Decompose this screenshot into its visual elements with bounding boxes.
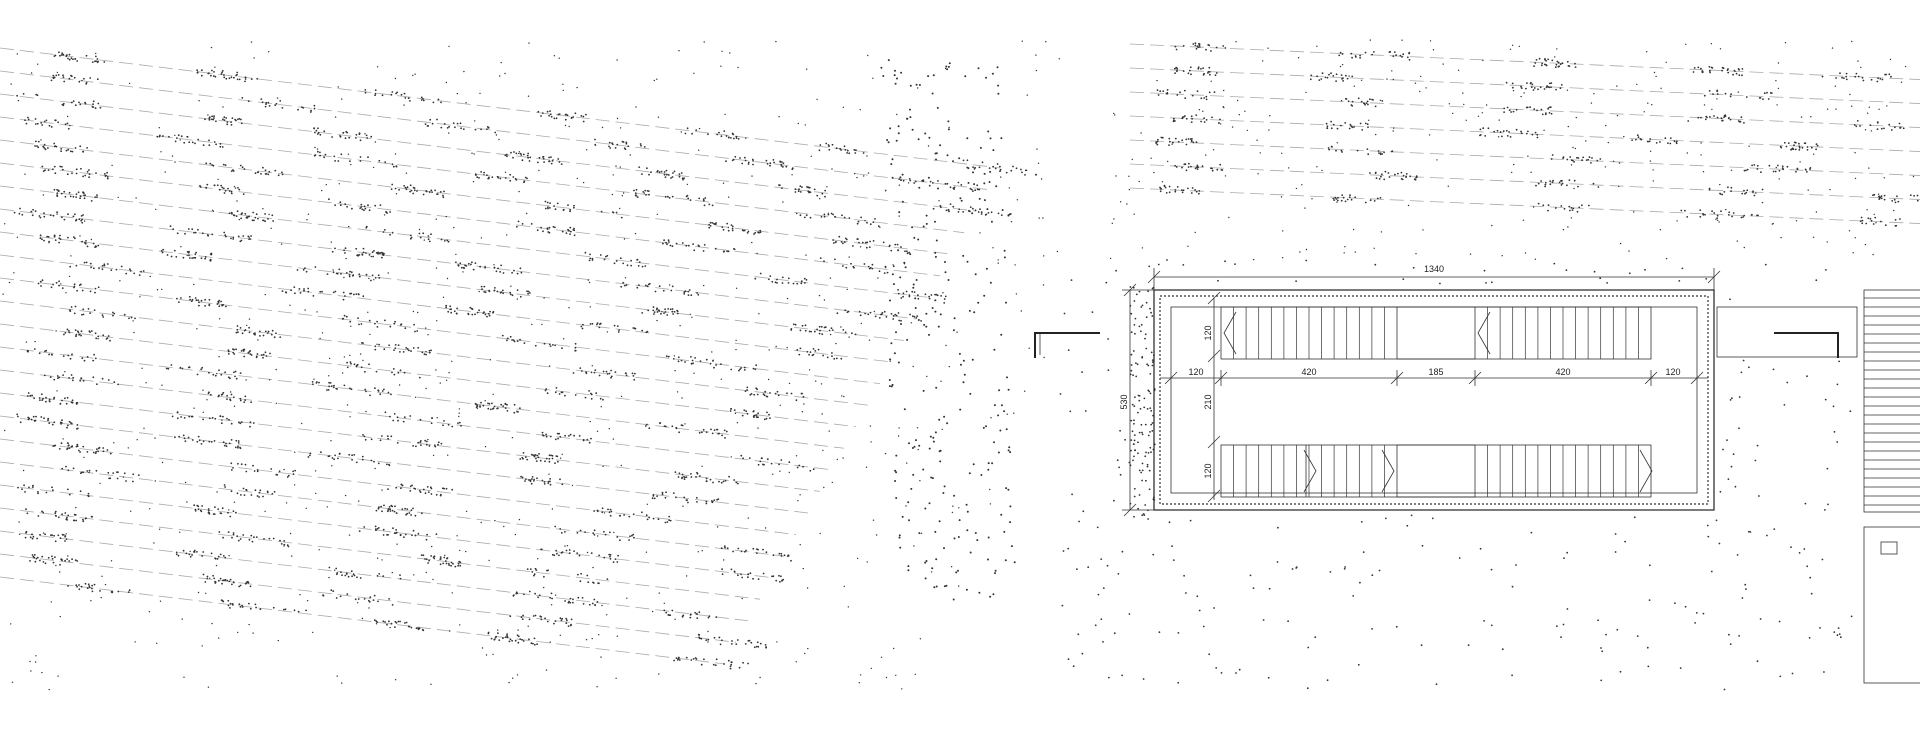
right-building <box>1863 526 1920 684</box>
small-window <box>1880 541 1898 555</box>
section-mark-left <box>1034 332 1100 358</box>
stipple-ground <box>1059 259 1853 691</box>
underground-structure <box>1153 289 1715 511</box>
dim-middle-gap: 210 <box>1203 394 1213 409</box>
stair-arrows <box>1223 311 1653 493</box>
outer-wall <box>1153 289 1715 511</box>
dim-ramp-right: 420 <box>1555 367 1570 377</box>
dim-top-strip: 120 <box>1203 325 1213 340</box>
right-side-elements <box>1716 289 1920 684</box>
dim-overall-length: 1340 <box>1424 264 1444 274</box>
section-mark-right <box>1774 332 1839 358</box>
bottom-landing <box>1396 444 1476 498</box>
dim-end-left: 120 <box>1188 367 1203 377</box>
hatched-terrain-right <box>1109 39 1920 261</box>
dim-end-right: 120 <box>1665 367 1680 377</box>
stair-hatch-right <box>1863 289 1920 513</box>
dim-width: 530 <box>1119 394 1129 409</box>
right-slab <box>1716 306 1858 358</box>
dim-ramp-left: 420 <box>1301 367 1316 377</box>
dotted-inner-wall <box>1159 295 1709 505</box>
stair-treads <box>1233 307 1639 497</box>
striped-hatch <box>1864 297 1920 506</box>
bottom-ramp-strip <box>1220 444 1652 498</box>
hatched-terrain-left <box>0 40 1061 691</box>
dim-bottom-strip: 120 <box>1203 463 1213 478</box>
dim-landing: 185 <box>1428 367 1443 377</box>
top-ramp-strip <box>1220 306 1652 360</box>
top-landing <box>1396 306 1476 360</box>
dimension-lines: 1340 530 120 210 120 120 420 185 420 120 <box>1119 264 1721 517</box>
inner-wall <box>1170 306 1698 494</box>
